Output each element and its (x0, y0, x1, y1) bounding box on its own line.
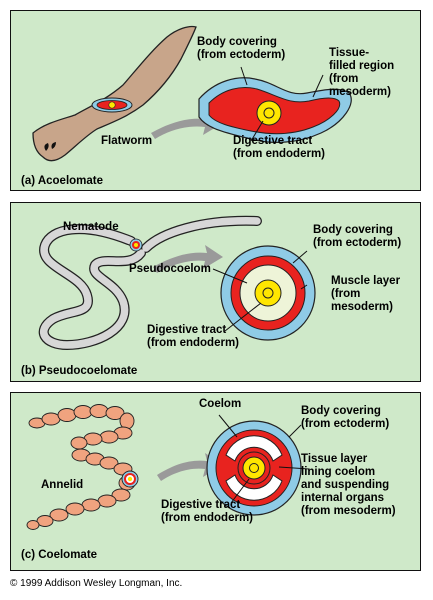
annelid-cut-endoderm (127, 476, 133, 482)
pseudocoelomate-gut-ring (262, 287, 274, 299)
acoelomate-illustration (32, 25, 352, 162)
coelom-cavity-upper (225, 435, 283, 462)
label-body-covering-c: Body covering (from ectoderm) (301, 405, 390, 430)
acoelomate-panel: Body covering (from ectoderm) Tissue- fi… (10, 10, 421, 191)
nematode-body (40, 217, 261, 349)
arrow-a (151, 111, 223, 139)
label-coelom: Coelom (199, 398, 242, 410)
leader-a-digestive (250, 120, 264, 142)
coelomate-gut-ring (249, 463, 259, 473)
pseudocoelomate-illustration (38, 215, 316, 350)
label-tissue-filled-region: Tissue- filled region (from mesoderm) (329, 47, 395, 98)
leader-c-tissue (278, 466, 310, 470)
pseudocoelomate-panel: Nematode Body covering (from ectoderm) P… (10, 202, 421, 382)
leader-b-digestive (224, 302, 262, 332)
label-pseudocoelom: Pseudocoelom (129, 263, 211, 275)
leader-c-digestive (230, 478, 250, 504)
nematode-cut-endoderm (134, 243, 138, 247)
label-flatworm: Flatworm (101, 135, 153, 147)
label-digestive-tract-a: Digestive tract (from endoderm) (233, 135, 325, 160)
label-digestive-tract-c: Digestive tract (from endoderm) (161, 499, 253, 524)
label-digestive-tract-b: Digestive tract (from endoderm) (147, 324, 239, 349)
arrow-c (157, 453, 223, 481)
arrow-b (153, 245, 223, 273)
leader-c-body (288, 424, 302, 438)
acoelomate-gut-ring (263, 107, 275, 119)
coelomate-panel: Coelom Body covering (from ectoderm) Tis… (10, 392, 421, 571)
annelid-body (26, 404, 136, 530)
label-muscle-layer: Muscle layer (from mesoderm) (331, 275, 401, 313)
label-body-covering-b: Body covering (from ectoderm) (313, 224, 402, 249)
caption-coelomate: (c) Coelomate (21, 549, 98, 561)
flatworm-eye-left (44, 143, 49, 151)
leader-b-pseudocoelom (212, 268, 248, 284)
label-body-covering-a: Body covering (from ectoderm) (197, 36, 286, 61)
label-annelid: Annelid (41, 479, 84, 491)
caption-acoelomate: (a) Acoelomate (21, 175, 104, 187)
label-tissue-layer: Tissue layer lining coelom and suspendin… (301, 453, 396, 517)
coelomate-illustration (26, 404, 310, 530)
flatworm-eye-right (51, 142, 56, 149)
flatworm-body (32, 25, 197, 162)
leader-c-coelom (218, 414, 238, 438)
label-nematode: Nematode (63, 221, 119, 233)
leader-a-tissue (312, 74, 324, 98)
leader-b-muscle (300, 284, 308, 290)
copyright-notice: © 1999 Addison Wesley Longman, Inc. (10, 578, 183, 589)
flatworm-cut-endoderm (108, 101, 116, 109)
leader-a-body (240, 66, 248, 86)
caption-pseudocoelomate: (b) Pseudocoelomate (21, 365, 138, 377)
leader-b-body (292, 250, 308, 264)
